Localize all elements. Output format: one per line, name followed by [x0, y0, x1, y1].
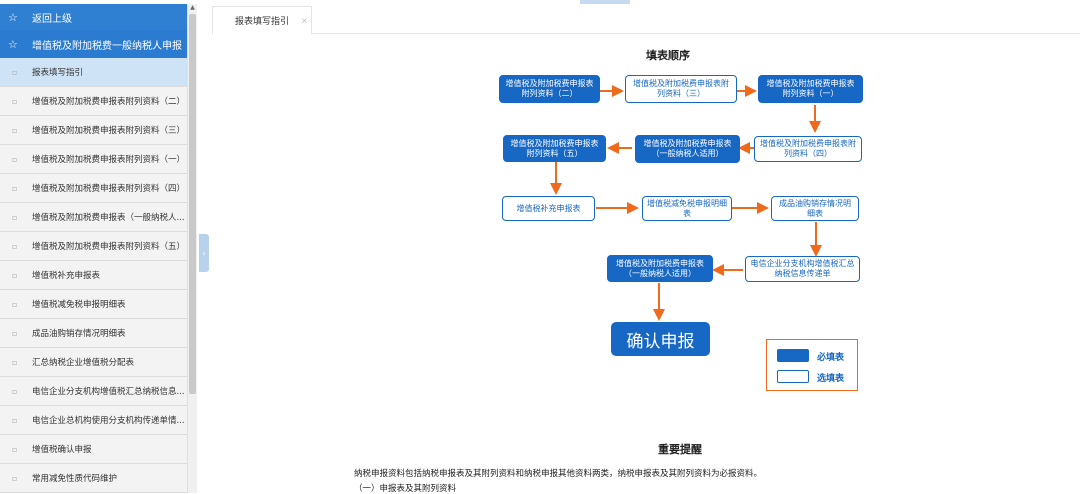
flow-box-attach-5[interactable]: 增值税及附加税费申报表附列资料（五）: [503, 135, 606, 162]
legend-required-swatch: [777, 349, 809, 362]
scroll-thumb[interactable]: [189, 14, 196, 394]
flow-box-main-form[interactable]: 增值税及附加税费申报表（一般纳税人适用）: [635, 135, 740, 163]
section-label: 增值税及附加税费一般纳税人申报: [32, 40, 182, 52]
bullet-icon: ▫: [12, 270, 18, 280]
sidebar-item-label: 常用减免性质代码维护: [32, 474, 118, 484]
sidebar-item-label: 报表填写指引: [32, 68, 84, 78]
bullet-icon: ▫: [12, 67, 18, 77]
bullet-icon: ▫: [12, 212, 18, 222]
sidebar-item[interactable]: ▫ 增值税及附加税费申报表（一般纳税人...: [0, 203, 187, 232]
flow-box-attach-4[interactable]: 增值税及附加税费申报表附列资料（四）: [754, 136, 862, 162]
flow-box-telecom[interactable]: 电信企业分支机构增值税汇总纳税信息传递单: [745, 256, 860, 282]
bullet-icon: ▫: [12, 415, 18, 425]
top-handle: [580, 0, 630, 4]
sidebar-item-label: 增值税及附加税费申报表附列资料（二）: [32, 97, 186, 107]
sidebar-item[interactable]: ▫ 增值税及附加税费申报表附列资料（三）: [0, 116, 187, 145]
close-icon[interactable]: ×: [301, 16, 308, 25]
bullet-icon: ▫: [12, 328, 18, 338]
sidebar-item[interactable]: ▫ 增值税减免税申报明细表: [0, 290, 187, 319]
legend-required-label: 必填表: [817, 353, 845, 363]
sidebar: ☆ 返回上级 ☆ 增值税及附加税费一般纳税人申报 ▫ 报表填写指引 ▫ 增值税及附加税…: [0, 4, 187, 493]
tab-bar: 报表填写指引 ×: [212, 6, 1080, 34]
star-icon: ☆: [8, 37, 18, 51]
bullet-icon: ▫: [12, 154, 18, 164]
legend-optional-swatch: [777, 370, 809, 383]
sidebar-item[interactable]: ▫ 报表填写指引: [0, 58, 187, 87]
sidebar-item-label: 成品油购销存情况明细表: [32, 329, 126, 339]
sidebar-item-label: 增值税及附加税费申报表（一般纳税人...: [32, 213, 185, 223]
sidebar-item-label: 增值税补充申报表: [32, 271, 101, 281]
bullet-icon: ▫: [12, 125, 18, 135]
sidebar-scrollbar[interactable]: ▲: [187, 4, 197, 493]
back-button[interactable]: ☆ 返回上级: [0, 4, 187, 30]
sidebar-list: ▫ 报表填写指引 ▫ 增值税及附加税费申报表附列资料（二） ▫ 增值税及附加税费申报表附列…: [0, 58, 187, 493]
sidebar-item-label: 增值税及附加税费申报表附列资料（四）: [32, 184, 186, 194]
flow-box-supplementary[interactable]: 增值税补充申报表: [502, 196, 595, 221]
sidebar-item[interactable]: ▫ 增值税补充申报表: [0, 261, 187, 290]
bullet-icon: ▫: [12, 444, 18, 454]
flow-box-main-form-2[interactable]: 增值税及附加税费申报表（一般纳税人适用）: [607, 255, 713, 282]
sidebar-item-label: 电信企业分支机构增值税汇总纳税信息...: [32, 387, 185, 397]
notes-line-1: 纳税申报资料包括纳税申报表及其附列资料和纳税申报其他资料两类，纳税申报表及其附列…: [354, 469, 763, 479]
sidebar-item-label: 增值税减免税申报明细表: [32, 300, 126, 310]
tab-guide[interactable]: 报表填写指引 ×: [212, 6, 312, 34]
flow-box-attach-1[interactable]: 增值税及附加税费申报表附列资料（一）: [758, 75, 863, 103]
sidebar-item[interactable]: ▫ 增值税及附加税费申报表附列资料（五）: [0, 232, 187, 261]
bullet-icon: ▫: [12, 386, 18, 396]
sidebar-item[interactable]: ▫ 电信企业总机构使用分支机构传递单情...: [0, 406, 187, 435]
back-label: 返回上级: [32, 13, 72, 25]
sidebar-item-label: 增值税及附加税费申报表附列资料（五）: [32, 242, 186, 252]
sidebar-item[interactable]: ▫ 常用减免性质代码维护: [0, 464, 187, 493]
flow-box-refined-oil[interactable]: 成品油购销存情况明细表: [771, 196, 859, 221]
sidebar-item-label: 增值税及附加税费申报表附列资料（一）: [32, 155, 186, 165]
sidebar-item[interactable]: ▫ 增值税确认申报: [0, 435, 187, 464]
main-content: 填表顺序 增值税及附加税费申报表附列资料（二） 增值税及附加税费申报表附列资料（…: [212, 35, 1080, 494]
bullet-icon: ▫: [12, 183, 18, 193]
bullet-icon: ▫: [12, 241, 18, 251]
confirm-declaration-button[interactable]: 确认申报: [611, 322, 710, 356]
sidebar-item-label: 增值税及附加税费申报表附列资料（三）: [32, 126, 186, 136]
sidebar-item[interactable]: ▫ 电信企业分支机构增值税汇总纳税信息...: [0, 377, 187, 406]
notes-title: 重要提醒: [658, 443, 702, 456]
bullet-icon: ▫: [12, 357, 18, 367]
tab-label: 报表填写指引: [235, 17, 290, 27]
sidebar-item[interactable]: ▫ 成品油购销存情况明细表: [0, 319, 187, 348]
sidebar-item[interactable]: ▫ 汇总纳税企业增值税分配表: [0, 348, 187, 377]
sidebar-item-label: 增值税确认申报: [32, 445, 92, 455]
flow-box-attach-3[interactable]: 增值税及附加税费申报表附列资料（三）: [625, 75, 737, 103]
star-icon: ☆: [8, 10, 18, 24]
flow-box-tax-relief[interactable]: 增值税减免税申报明细表: [642, 196, 732, 221]
bullet-icon: ▫: [12, 473, 18, 483]
flow-arrows: [550, 85, 822, 321]
bullet-icon: ▫: [12, 96, 18, 106]
notes-line-2: （一）申报表及其附列资料: [354, 484, 457, 494]
sidebar-item[interactable]: ▫ 增值税及附加税费申报表附列资料（二）: [0, 87, 187, 116]
bullet-icon: ▫: [12, 299, 18, 309]
flow-title: 填表顺序: [646, 49, 690, 62]
sidebar-section-header[interactable]: ☆ 增值税及附加税费一般纳税人申报: [0, 30, 187, 58]
sidebar-item[interactable]: ▫ 增值税及附加税费申报表附列资料（一）: [0, 145, 187, 174]
scroll-up-icon[interactable]: ▲: [190, 4, 195, 11]
sidebar-item-label: 电信企业总机构使用分支机构传递单情...: [32, 416, 185, 426]
flow-box-attach-2[interactable]: 增值税及附加税费申报表附列资料（二）: [499, 75, 600, 103]
collapse-sidebar-button[interactable]: ‹: [199, 234, 209, 272]
legend: 必填表 选填表: [766, 339, 858, 391]
sidebar-item[interactable]: ▫ 增值税及附加税费申报表附列资料（四）: [0, 174, 187, 203]
legend-optional-label: 选填表: [817, 374, 845, 384]
sidebar-item-label: 汇总纳税企业增值税分配表: [32, 358, 135, 368]
chevron-left-icon: ‹: [202, 248, 206, 258]
